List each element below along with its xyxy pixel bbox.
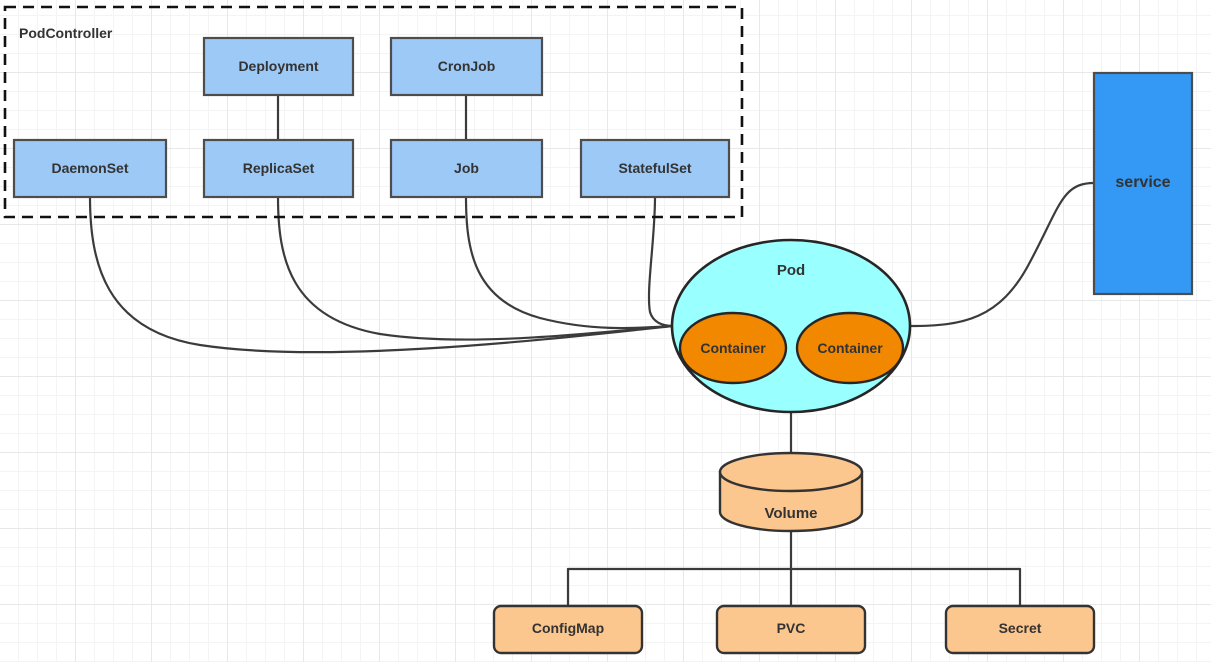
node-statefulset[interactable]: [579, 138, 731, 199]
edge-statefulset-pod: [647, 195, 675, 328]
node-cronjob[interactable]: [389, 36, 544, 97]
node-job[interactable]: [389, 138, 544, 199]
node-configmap[interactable]: [492, 604, 644, 655]
edge-pod-service: [908, 181, 1096, 328]
podcontroller-group-border: [3, 5, 744, 219]
node-container-1[interactable]: [678, 311, 788, 385]
node-container-2[interactable]: [795, 311, 905, 385]
node-volume[interactable]: [718, 451, 864, 533]
node-service[interactable]: [1092, 71, 1194, 296]
edge-daemonset-pod: [88, 195, 675, 354]
edge-job-pod: [464, 195, 675, 330]
node-replicaset[interactable]: [202, 138, 355, 199]
node-daemonset[interactable]: [12, 138, 168, 199]
node-secret[interactable]: [944, 604, 1096, 655]
edge-replicaset-pod: [276, 195, 675, 341]
node-pvc[interactable]: [715, 604, 867, 655]
podcontroller-group-label: PodController: [19, 25, 113, 41]
node-deployment[interactable]: [202, 36, 355, 97]
